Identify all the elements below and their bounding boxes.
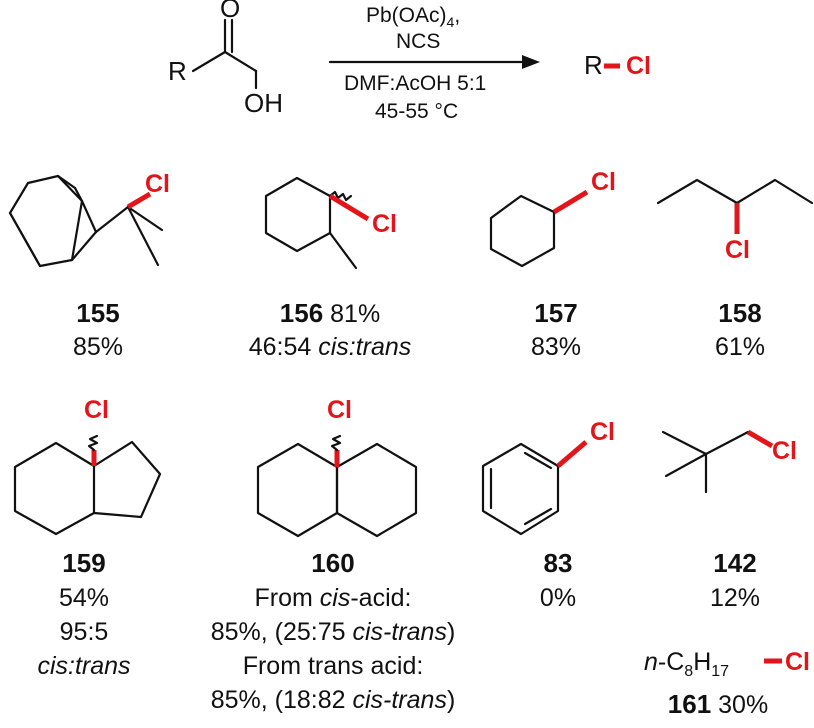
label-155-number: 155 bbox=[76, 298, 119, 328]
structure-156: Cl bbox=[264, 176, 397, 270]
label-83-number: 83 bbox=[544, 548, 573, 578]
structure-161: n-C8H17 Cl bbox=[644, 648, 810, 680]
cl-83: Cl bbox=[590, 418, 615, 446]
reactant-o-label: O bbox=[220, 0, 240, 23]
condition-solvent: DMF:AcOH 5:1 bbox=[344, 72, 486, 95]
reagent-lead: Pb(OAc)4, bbox=[366, 4, 460, 30]
label-160-line4: 85%, (18:82 cis-trans) bbox=[211, 686, 456, 714]
condition-temperature: 45-55 °C bbox=[375, 100, 458, 123]
structure-158: Cl bbox=[656, 178, 814, 264]
cl-142: Cl bbox=[772, 437, 797, 465]
cl-158: Cl bbox=[725, 236, 750, 264]
label-142-yield: 12% bbox=[710, 584, 760, 612]
reagent-ncs: NCS bbox=[396, 30, 440, 53]
formula-161: n-C8H17 bbox=[644, 648, 729, 680]
structure-160: Cl bbox=[256, 396, 418, 538]
cl-161: Cl bbox=[785, 648, 810, 676]
label-161: 161 30% bbox=[668, 689, 768, 719]
cl-155: Cl bbox=[145, 170, 170, 198]
label-155-yield: 85% bbox=[73, 333, 123, 361]
label-157-yield: 83% bbox=[531, 333, 581, 361]
structure-142: Cl bbox=[661, 429, 797, 494]
product-alkyl-chloride: R Cl bbox=[584, 50, 651, 80]
label-157-number: 157 bbox=[534, 298, 577, 328]
label-160-number: 160 bbox=[311, 548, 354, 578]
label-158-number: 158 bbox=[718, 298, 761, 328]
structure-83: Cl bbox=[481, 418, 615, 536]
cl-159: Cl bbox=[84, 396, 109, 424]
product-cl-label: Cl bbox=[626, 52, 651, 80]
label-159-ratio-label: cis:trans bbox=[37, 652, 130, 680]
cl-160: Cl bbox=[327, 396, 352, 424]
cl-157: Cl bbox=[591, 168, 616, 196]
product-r-label: R bbox=[584, 50, 603, 80]
label-159-yield: 54% bbox=[59, 584, 109, 612]
label-159-number: 159 bbox=[62, 548, 105, 578]
reactant-carboxylic-acid: R O OH bbox=[168, 0, 283, 118]
label-83-yield: 0% bbox=[540, 584, 576, 612]
label-156-ratio: 46:54 cis:trans bbox=[249, 333, 412, 361]
reactant-r-label: R bbox=[168, 56, 187, 86]
structure-155: Cl bbox=[8, 170, 170, 268]
label-160-line2: 85%, (25:75 cis-trans) bbox=[211, 618, 456, 646]
reactant-oh-label: OH bbox=[244, 88, 283, 118]
structure-157: Cl bbox=[489, 168, 616, 268]
reaction-arrow bbox=[328, 55, 540, 69]
label-158-yield: 61% bbox=[715, 333, 765, 361]
label-160-line3: From trans acid: bbox=[243, 652, 424, 680]
reagents: Pb(OAc)4, NCS DMF:AcOH 5:1 45-55 °C bbox=[344, 4, 486, 123]
label-160-line1: From cis-acid: bbox=[255, 584, 412, 612]
label-142-number: 142 bbox=[713, 548, 756, 578]
label-156-title: 156 81% bbox=[280, 298, 380, 328]
structure-159: Cl bbox=[13, 396, 162, 536]
cl-156: Cl bbox=[372, 210, 397, 238]
label-159-ratio: 95:5 bbox=[60, 618, 109, 646]
